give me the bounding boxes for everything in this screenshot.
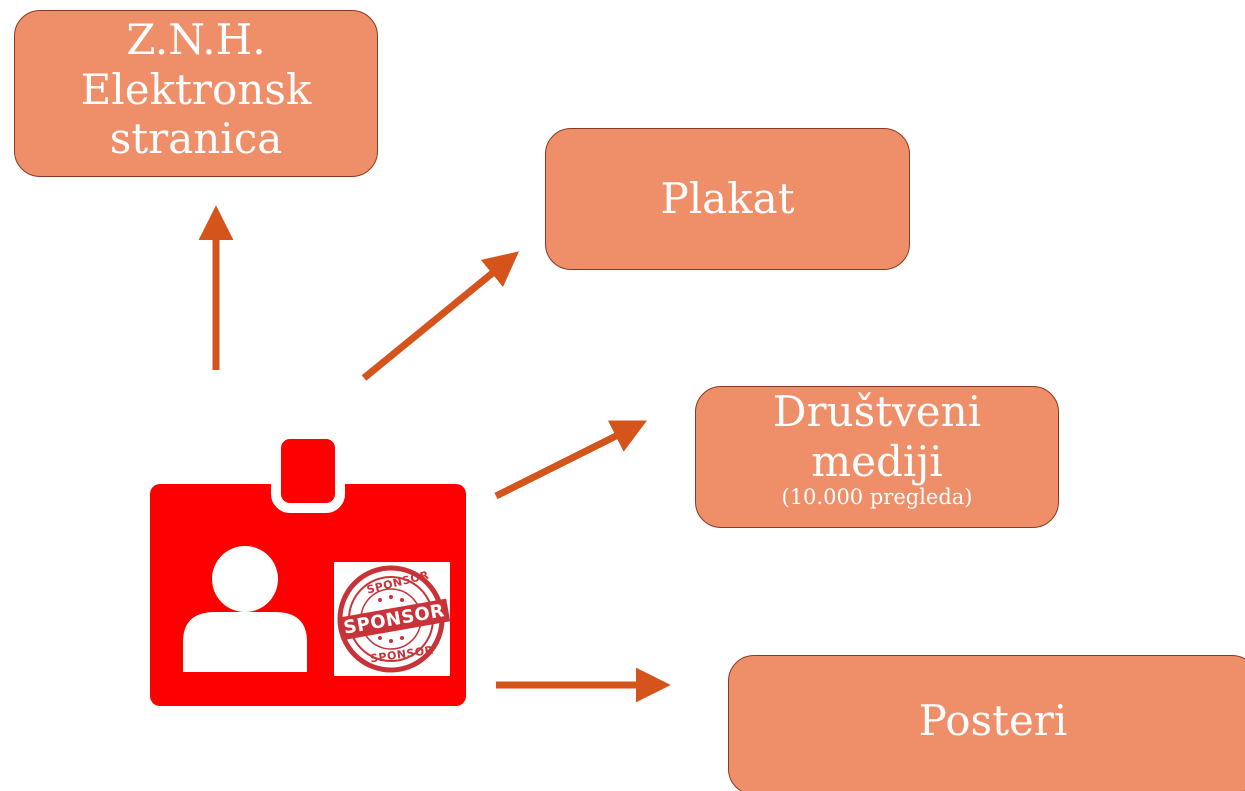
sponsor-stamp-icon: SPONSOR SPONSOR SPONSOR xyxy=(334,562,451,676)
box-znh-line-2: Elektronsk xyxy=(80,64,312,114)
arrow-to-poster-plakat xyxy=(361,251,520,381)
box-plakat: Plakat xyxy=(545,128,910,270)
arrow-to-social-media xyxy=(494,420,648,500)
person-head-icon xyxy=(212,546,278,612)
box-social-views: (10.000 pregleda) xyxy=(781,485,973,510)
box-social-line-2: mediji xyxy=(811,436,943,486)
box-social-media: Društveni mediji (10.000 pregleda) xyxy=(695,386,1059,528)
box-plakat-label: Plakat xyxy=(660,174,795,224)
person-body-icon xyxy=(183,612,307,672)
box-znh-line-1: Z.N.H. xyxy=(126,15,266,64)
box-posteri-label: Posteri xyxy=(918,696,1068,746)
box-social-line-1: Društveni xyxy=(772,387,982,436)
box-znh-website: Z.N.H. Elektronsk stranica xyxy=(14,10,378,177)
box-posteri: Posteri xyxy=(728,655,1245,791)
box-znh-line-3: stranica xyxy=(109,114,283,164)
user-badge-icon: SPONSOR SPONSOR SPONSOR xyxy=(150,434,466,706)
